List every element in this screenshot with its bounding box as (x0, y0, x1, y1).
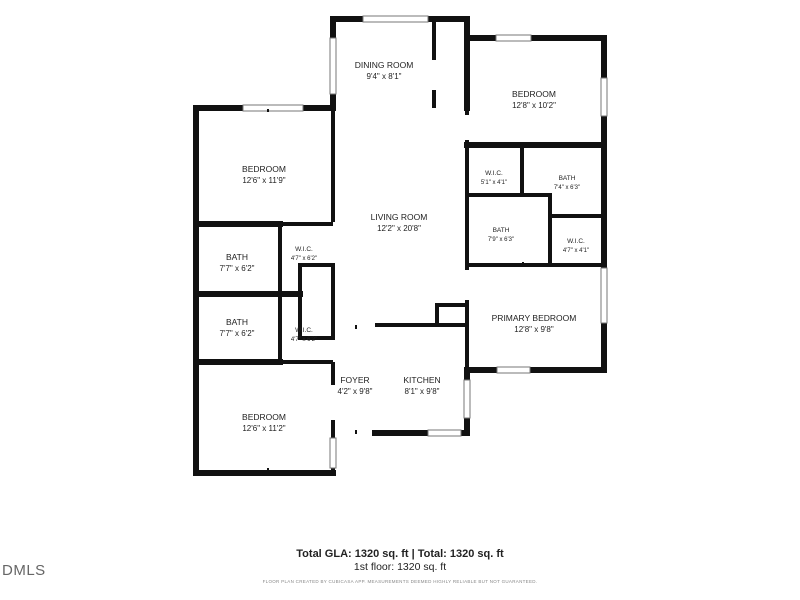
windows (242, 15, 608, 469)
primary-bedroom-name: PRIMARY BEDROOM (492, 313, 577, 323)
wic-ne-dims: 5'1" x 4'1" (481, 180, 507, 186)
window (600, 77, 608, 117)
bedroom-ne-dims: 12'8" x 10'2" (512, 101, 556, 110)
dining-room-name: DINING ROOM (355, 60, 414, 70)
bedroom-nw-name: BEDROOM (242, 164, 286, 174)
wic-w1-name: W.I.C. (295, 246, 313, 253)
bath-ne-dims: 7'4" x 6'3" (554, 185, 580, 191)
bath-w2-dims: 7'7" x 6'2" (220, 329, 255, 338)
wic-e-dims: 4'7" x 4'1" (563, 248, 589, 254)
window (329, 37, 337, 95)
walls (193, 16, 607, 476)
doors (329, 60, 471, 437)
window (496, 366, 531, 374)
bedroom-nw-dims: 12'6" x 11'9" (242, 176, 285, 185)
dining-room-dims: 9'4" x 8'1" (367, 72, 402, 81)
window (463, 379, 471, 419)
window (600, 267, 608, 324)
wic-e-name: W.I.C. (567, 238, 585, 245)
room-labels: DINING ROOM 9'4" x 8'1" BEDROOM 12'8" x … (220, 60, 590, 433)
wic-w2-name: W.I.C. (295, 327, 313, 334)
floor-area: 1st floor: 1320 sq. ft (353, 561, 447, 573)
window (362, 15, 429, 23)
wic-w1-dims: 4'7" x 6'2" (291, 256, 317, 262)
living-room-dims: 12'2" x 20'8" (377, 224, 421, 233)
area-summary: Total GLA: 1320 sq. ft | Total: 1320 sq.… (200, 548, 600, 573)
bath-mid-name: BATH (493, 227, 510, 234)
window (329, 437, 337, 469)
floor-plan-credit: FLOOR PLAN CREATED BY CUBICASA APP. MEAS… (262, 579, 538, 584)
total-area: Total GLA: 1320 sq. ft | Total: 1320 sq.… (296, 548, 504, 560)
foyer-name: FOYER (340, 375, 369, 385)
bath-w1-name: BATH (226, 252, 248, 262)
wic-w2-dims: 4'7" x 6'2" (291, 337, 317, 343)
window (495, 34, 532, 42)
window (242, 104, 304, 112)
kitchen-dims: 8'1" x 9'8" (405, 387, 440, 396)
kitchen-name: KITCHEN (403, 375, 440, 385)
primary-bedroom-dims: 12'8" x 9'8" (514, 325, 554, 334)
bath-w1-dims: 7'7" x 6'2" (220, 264, 255, 273)
bedroom-sw-name: BEDROOM (242, 412, 286, 422)
foyer-dims: 4'2" x 9'8" (338, 387, 373, 396)
mls-logo: DMLS (2, 562, 46, 579)
bedroom-ne-name: BEDROOM (512, 89, 556, 99)
bath-ne-name: BATH (559, 175, 576, 182)
living-room-name: LIVING ROOM (371, 212, 428, 222)
bath-mid-dims: 7'9" x 6'3" (488, 237, 514, 243)
window (427, 429, 462, 437)
wall-ticks (227, 38, 537, 471)
bath-w2-name: BATH (226, 317, 248, 327)
bedroom-sw-dims: 12'6" x 11'2" (242, 424, 285, 433)
wic-ne-name: W.I.C. (485, 170, 503, 177)
